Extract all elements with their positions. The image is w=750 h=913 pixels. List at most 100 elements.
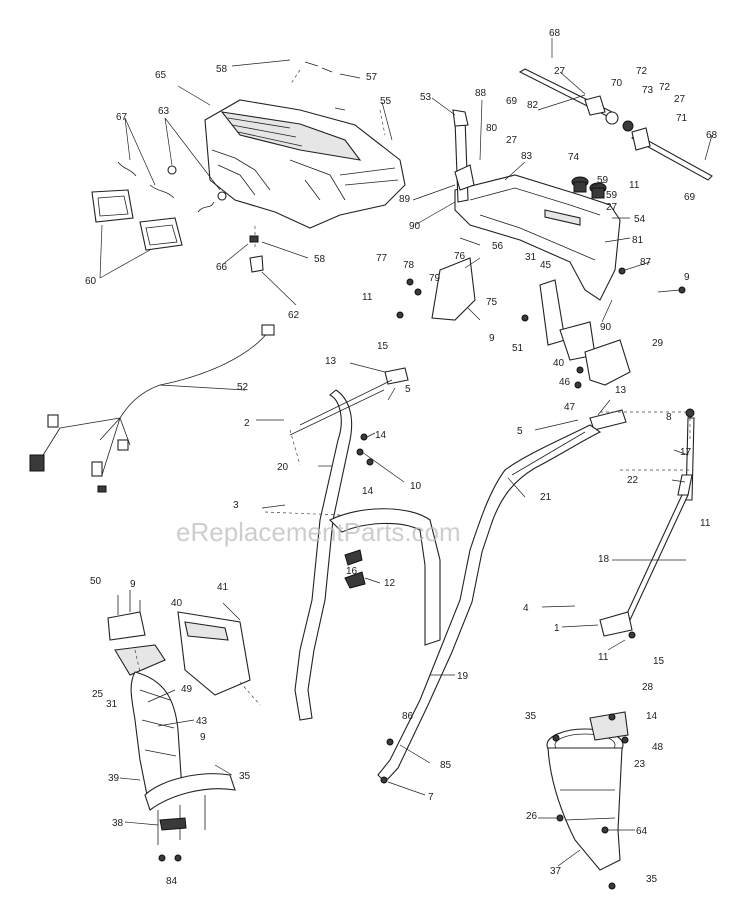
- callout: 10: [410, 481, 422, 492]
- chute-crank-rod-18: [599, 417, 695, 637]
- callout: 5: [405, 384, 411, 395]
- bolt-86: [386, 738, 394, 746]
- callout: 21: [540, 492, 552, 503]
- cable-2: [289, 379, 393, 436]
- leader-lines: [99, 38, 713, 867]
- callout: 41: [217, 582, 229, 593]
- callout: 15: [377, 341, 389, 352]
- handle-21-lower: [377, 409, 627, 783]
- callout-labels: 68 58 57 27 70 72 72 65 55 73 27 53 88 6…: [85, 28, 718, 887]
- callout: 11: [598, 652, 609, 663]
- callout: 50: [90, 576, 102, 587]
- callout: 15: [653, 656, 665, 667]
- callout: 67: [116, 112, 128, 123]
- callout: 84: [166, 876, 178, 887]
- callout: 54: [634, 214, 646, 225]
- callout: 86: [402, 711, 414, 722]
- callout: 69: [684, 192, 696, 203]
- callout: 40: [553, 358, 565, 369]
- dash-panel-65: [204, 99, 406, 229]
- callout: 5: [517, 426, 523, 437]
- callout: 13: [615, 385, 627, 396]
- callout: 68: [706, 130, 718, 141]
- bolt-78: [414, 288, 422, 296]
- callout: 75: [486, 297, 498, 308]
- bracket-89: [454, 164, 475, 191]
- lever-knob: [452, 109, 469, 127]
- callout: 35: [239, 771, 251, 782]
- callout: 56: [492, 241, 504, 252]
- nut-87: [618, 267, 626, 275]
- callout: 83: [521, 151, 533, 162]
- bracket-38: [159, 817, 187, 831]
- callout: 20: [277, 462, 289, 473]
- nut-35a: [552, 734, 560, 742]
- callout: 58: [314, 254, 326, 265]
- bulb-63b: [217, 191, 227, 201]
- callout: 59: [597, 175, 609, 186]
- callout: 22: [627, 475, 639, 486]
- callout: 25: [92, 689, 104, 700]
- callout: 12: [384, 578, 396, 589]
- callout: 72: [659, 82, 671, 93]
- callout: 38: [112, 818, 124, 829]
- callout: 11: [629, 180, 640, 191]
- callout: 89: [399, 194, 411, 205]
- callout: 63: [158, 106, 170, 117]
- wiring-harness-52: [29, 324, 275, 493]
- callout: 48: [652, 742, 664, 753]
- chute-tube-39: [130, 671, 236, 845]
- screw-55: [334, 107, 346, 111]
- callout: 71: [676, 113, 688, 124]
- light-wire-67: [117, 161, 215, 213]
- callout: 53: [420, 92, 432, 103]
- callout: 46: [559, 377, 571, 388]
- bushing-72: [622, 120, 634, 132]
- clip-16: [344, 549, 363, 566]
- callout: 37: [550, 866, 562, 877]
- callout: 8: [666, 412, 672, 423]
- chute-deflector-40: [114, 644, 166, 676]
- screw-57: [304, 61, 333, 73]
- nut-46: [576, 366, 584, 374]
- callout: 52: [237, 382, 249, 393]
- callout: 66: [216, 262, 228, 273]
- callout: 23: [634, 759, 646, 770]
- callout: 26: [526, 811, 538, 822]
- callout: 70: [611, 78, 623, 89]
- callout: 1: [554, 623, 560, 634]
- nut-7: [380, 776, 388, 784]
- callout: 59: [606, 190, 618, 201]
- knob-59-a: [571, 176, 589, 193]
- bracket-29: [584, 339, 631, 386]
- callout: 18: [598, 554, 610, 565]
- callout: 2: [244, 418, 250, 429]
- handle-20-upper: [294, 367, 441, 721]
- callout: 39: [108, 773, 120, 784]
- chute-assembly-23: [546, 711, 629, 871]
- callout: 57: [366, 72, 378, 83]
- bushing-70: [605, 111, 619, 125]
- callout: 9: [684, 272, 690, 283]
- callout: 55: [380, 96, 392, 107]
- callout: 76: [454, 251, 466, 262]
- callout: 47: [564, 402, 576, 413]
- callout: 7: [428, 792, 434, 803]
- callout: 77: [376, 253, 388, 264]
- callout: 79: [429, 273, 441, 284]
- callout: 27: [674, 94, 686, 105]
- callout: 81: [632, 235, 644, 246]
- callout: 90: [409, 221, 421, 232]
- callout: 35: [646, 874, 658, 885]
- headlight-60-right: [139, 217, 183, 251]
- callout: 60: [85, 276, 97, 287]
- callout: 58: [216, 64, 228, 75]
- callout: 9: [489, 333, 495, 344]
- chute-50: [107, 590, 146, 641]
- bolt-84b: [174, 854, 182, 862]
- washer-48: [621, 736, 629, 744]
- bolt-14: [360, 433, 368, 441]
- callout: 45: [540, 260, 552, 271]
- callout: 72: [636, 66, 648, 77]
